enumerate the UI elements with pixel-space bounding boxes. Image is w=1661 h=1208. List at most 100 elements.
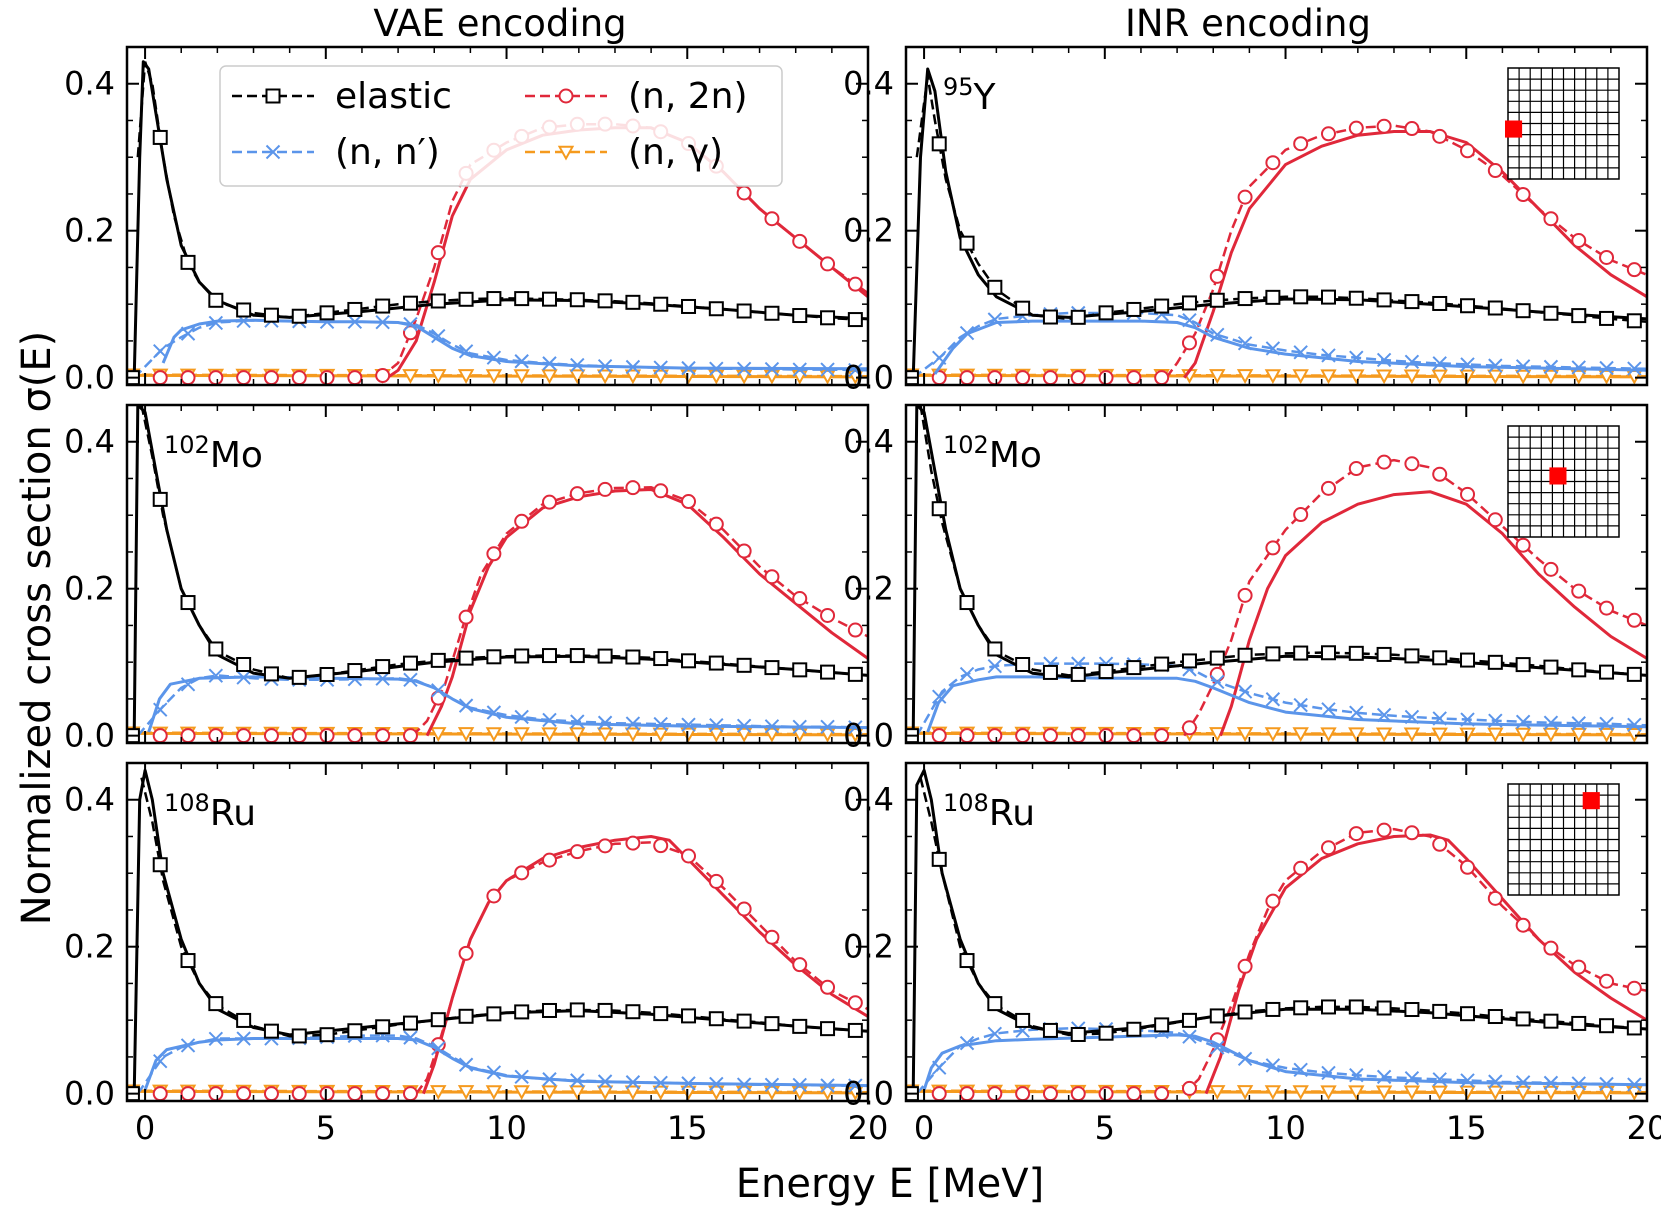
n2n-solid-line	[1183, 130, 1647, 379]
elastic-marker	[569, 292, 585, 308]
y-tick-label: 0.2	[843, 928, 894, 966]
y-tick-label: 0.2	[843, 570, 894, 608]
n2n-marker	[180, 728, 196, 743]
n2n-marker	[959, 728, 975, 743]
nnp-marker	[1488, 1074, 1503, 1089]
nnp-marker	[570, 1073, 585, 1088]
elastic-marker	[764, 305, 780, 321]
elastic-marker	[1376, 1000, 1392, 1016]
nnp-marker	[542, 356, 557, 371]
y-axis-label: Normalized cross section σ(E)	[14, 331, 60, 926]
axes-frame	[904, 403, 1649, 745]
nnp-marker	[959, 1035, 975, 1051]
ngamma-marker	[1431, 1085, 1448, 1101]
x-tick-label: 20	[1627, 1109, 1661, 1147]
n2n-marker	[1376, 118, 1392, 134]
n2n-marker	[1571, 583, 1587, 599]
nnp-marker	[625, 1075, 641, 1090]
ngamma-marker	[1264, 369, 1282, 385]
elastic-marker	[1126, 660, 1142, 676]
nnp-marker	[1349, 350, 1364, 365]
nnp-marker	[236, 1031, 251, 1046]
elastic-marker	[1599, 1018, 1615, 1034]
grid-inset	[1505, 67, 1620, 180]
n2n-marker	[236, 728, 252, 743]
elastic-marker	[1154, 298, 1170, 314]
axes-frame	[904, 45, 1649, 387]
elastic-marker	[1543, 305, 1559, 321]
nnp-marker	[1432, 356, 1447, 371]
y-tick-label: 0.4	[843, 65, 894, 103]
axes-frame	[125, 45, 870, 387]
nnp-marker	[514, 1069, 529, 1085]
elastic-marker	[987, 996, 1003, 1012]
elastic-marker	[736, 303, 752, 319]
nnp-marker	[1571, 1076, 1586, 1091]
elastic-marker	[1042, 1022, 1058, 1038]
nnp-marker	[959, 325, 975, 341]
nnp-marker	[1321, 702, 1336, 717]
n2n-marker	[1181, 720, 1197, 736]
n2n-marker	[486, 546, 502, 562]
ngamma-marker	[541, 1085, 558, 1101]
n2n-marker	[1404, 825, 1420, 841]
elastic-marker	[792, 662, 808, 678]
nnp-marker	[932, 689, 947, 704]
ngamma-marker	[541, 727, 558, 743]
n2n-solid-line	[425, 488, 868, 737]
nnp-marker	[208, 315, 224, 331]
grid-inset-selected-cell	[1549, 467, 1567, 485]
ngamma-marker	[1348, 369, 1365, 385]
elastic-marker	[625, 294, 641, 310]
elastic-marker	[792, 308, 808, 324]
ngamma-marker	[1292, 727, 1309, 743]
legend: elastic(n, 2n)(n, n′)(n, γ)	[219, 65, 783, 187]
n2n-marker	[1626, 612, 1642, 628]
nnp-marker	[820, 1078, 835, 1093]
n2n-marker	[1460, 143, 1476, 159]
nnp-solid-line	[147, 675, 868, 733]
elastic-marker	[1599, 664, 1615, 680]
elastic-marker	[541, 648, 557, 664]
y-tick-label: 0.0	[843, 717, 894, 755]
n2n-marker	[541, 494, 557, 510]
n2n-marker	[1599, 973, 1615, 989]
n2n-marker	[430, 245, 446, 261]
n2n-marker	[1515, 537, 1531, 553]
elastic-marker	[291, 1028, 307, 1044]
ngamma-marker	[1542, 727, 1560, 743]
elastic-marker	[653, 296, 669, 312]
nnp-marker	[987, 1026, 1003, 1042]
legend-label-nnp: (n, n′)	[335, 132, 440, 173]
nnp-marker	[1627, 1077, 1642, 1092]
elastic-marker	[1376, 292, 1392, 308]
nnp-marker	[653, 1075, 668, 1091]
nnp-marker	[1293, 1062, 1308, 1077]
n2n-marker	[347, 728, 363, 743]
elastic-marker	[1015, 657, 1031, 673]
n2n-marker	[208, 1086, 224, 1101]
elastic-marker	[681, 1008, 697, 1024]
nnp-marker	[597, 715, 613, 730]
x-tick-label: 15	[1446, 1109, 1487, 1147]
n2n-marker	[375, 728, 391, 743]
n2n-marker	[681, 848, 697, 864]
elastic-marker	[1460, 652, 1476, 668]
nnp-marker	[1432, 1072, 1447, 1087]
n2n-marker	[1460, 486, 1476, 502]
ngamma-marker	[1292, 1085, 1309, 1101]
ngamma-marker	[513, 727, 530, 743]
n2n-marker	[987, 728, 1003, 743]
x-tick-label: 5	[1095, 1109, 1115, 1147]
n2n-marker	[1042, 1086, 1058, 1101]
elastic-marker	[931, 136, 947, 152]
elastic-marker	[1571, 1015, 1587, 1031]
nucleus-mass-number: 102	[164, 431, 210, 459]
n2n-marker	[1237, 587, 1253, 603]
y-tick-label: 0.0	[843, 1075, 894, 1113]
elastic-marker	[180, 953, 196, 969]
n2n-marker	[1154, 728, 1170, 743]
n2n-marker	[1042, 370, 1058, 385]
ngamma-marker	[596, 369, 614, 385]
